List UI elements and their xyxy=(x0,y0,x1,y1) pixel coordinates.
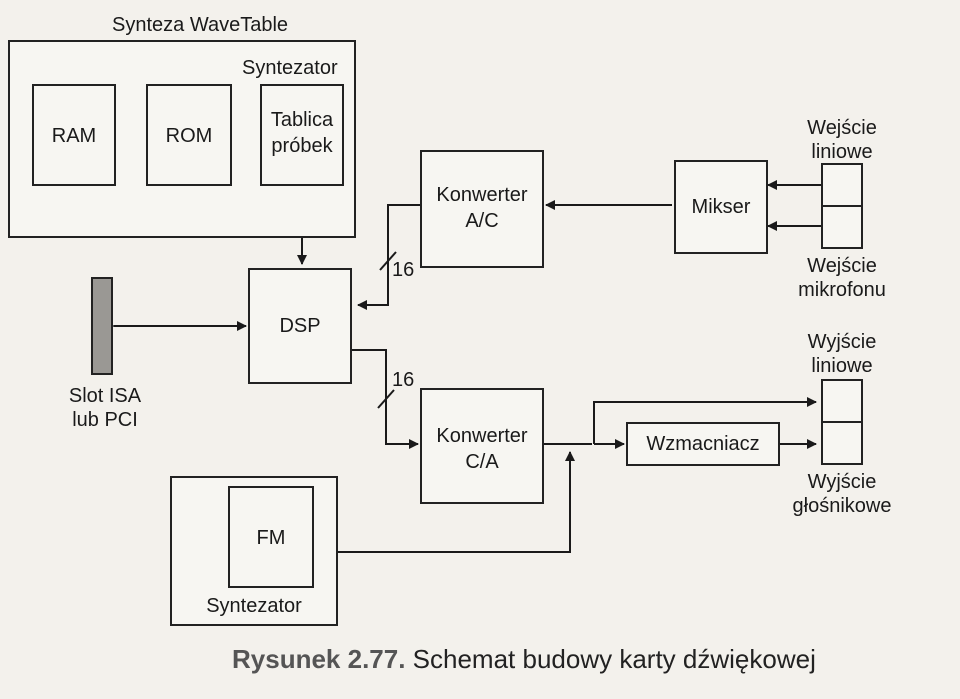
wavetable-group-title: Synteza WaveTable xyxy=(112,14,289,36)
jack-out-line xyxy=(821,379,863,423)
out-speaker-label-2: głośnikowe xyxy=(792,495,892,517)
in-mic-label-1: Wejście xyxy=(807,255,877,277)
tablica-label-1: Tablica xyxy=(270,109,334,131)
dsp-block xyxy=(248,268,352,384)
bus-tick-in xyxy=(379,251,397,271)
mikser-label: Mikser xyxy=(691,196,751,218)
wzmacniacz-label: Wzmacniacz xyxy=(646,433,760,455)
dsp-label: DSP xyxy=(279,315,321,337)
slot-label-2: lub PCI xyxy=(72,409,138,431)
out-speaker-label-1: Wyjście xyxy=(807,471,877,493)
dsp-ca-line xyxy=(352,349,419,449)
fm-label: FM xyxy=(256,527,286,549)
syntezator-top-label: Syntezator xyxy=(242,57,338,79)
bus-tick-out xyxy=(377,389,395,409)
ram-block xyxy=(32,84,116,186)
in-line-label-1: Wejście xyxy=(807,117,877,139)
caption-number: Rysunek 2.77. xyxy=(232,644,406,674)
ram-label: RAM xyxy=(51,125,97,147)
bus-width-in-label: 16 xyxy=(392,259,415,281)
ac-label-1: Konwerter xyxy=(436,184,528,206)
in-mic-label-2: mikrofonu xyxy=(798,279,886,301)
bus-width-out-label: 16 xyxy=(392,369,415,391)
caption-text: Schemat budowy karty dźwiękowej xyxy=(412,644,816,674)
slot-label-1: Slot ISA xyxy=(68,385,142,407)
tablica-label-2: próbek xyxy=(271,135,333,157)
fm-block xyxy=(228,486,314,588)
mikser-block xyxy=(674,160,768,254)
ac-label-2: A/C xyxy=(465,210,499,232)
out-line-label-2: liniowe xyxy=(811,355,873,377)
ca-up-line xyxy=(593,397,817,444)
out-line-label-1: Wyjście xyxy=(807,331,877,353)
slot-connector xyxy=(91,277,113,375)
figure-caption: Rysunek 2.77. Schemat budowy karty dźwię… xyxy=(232,644,816,675)
ac-converter-block xyxy=(420,150,544,268)
rom-label: ROM xyxy=(165,125,213,147)
in-line-label-2: liniowe xyxy=(811,141,873,163)
syntezator-bottom-label: Syntezator xyxy=(206,595,302,617)
wzmacniacz-block xyxy=(626,422,780,466)
ac-dsp-line xyxy=(357,204,420,310)
jack-in-mic xyxy=(821,205,863,249)
jack-out-speaker xyxy=(821,421,863,465)
tablica-block xyxy=(260,84,344,186)
ca-label-1: Konwerter xyxy=(436,425,528,447)
fm-line xyxy=(314,451,575,553)
rom-block xyxy=(146,84,232,186)
ca-label-2: C/A xyxy=(465,451,499,473)
ca-converter-block xyxy=(420,388,544,504)
jack-in-line xyxy=(821,163,863,207)
